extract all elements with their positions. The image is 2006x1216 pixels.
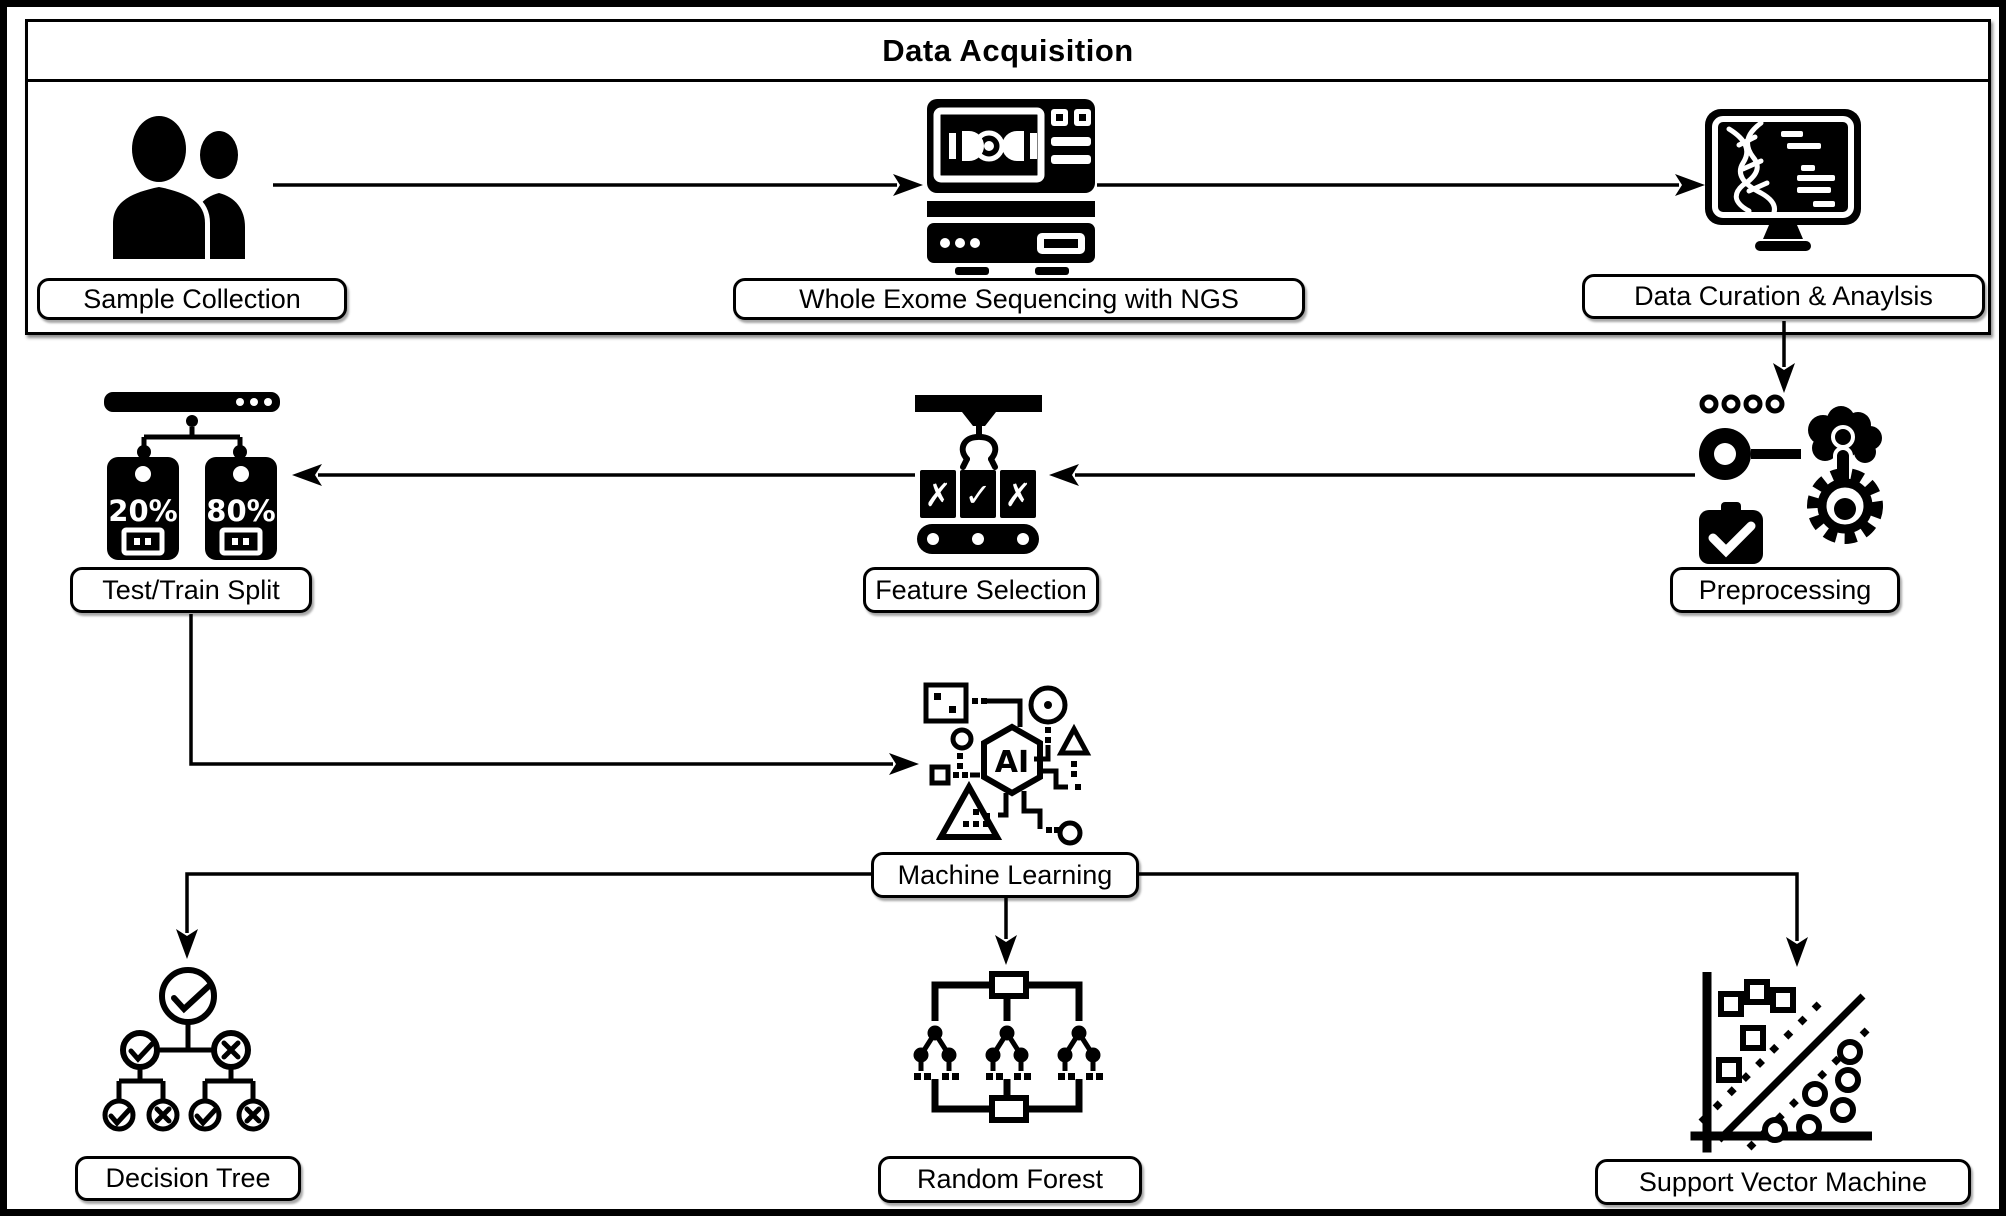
sample-collection-label: Sample Collection: [37, 278, 347, 320]
curation-label: Data Curation & Anaylsis: [1582, 274, 1985, 319]
arrow-ml-to-decision-tree: [176, 872, 871, 959]
test-percentage: 20%: [108, 494, 177, 528]
arrow-sequencing-to-curation: [1097, 174, 1705, 196]
reject-mark: ✗: [1005, 476, 1032, 514]
monitor-dna-icon: [1705, 109, 1861, 251]
sequencing-label: Whole Exome Sequencing with NGS: [733, 278, 1305, 320]
reject-mark: ✗: [925, 476, 952, 514]
arrow-ml-to-random-forest: [995, 898, 1017, 965]
preprocessing-label: Preprocessing: [1670, 567, 1900, 613]
ai-text: AI: [995, 745, 1029, 780]
sequencer-icon: [927, 99, 1095, 275]
ai-machine-learning-icon: AI: [923, 682, 1092, 846]
section-title: Data Acquisition: [28, 22, 1988, 82]
test-train-split-icon: 20% 80%: [104, 392, 280, 560]
mini-tree: [913, 1025, 959, 1080]
random-forest-icon: [913, 971, 1103, 1123]
decision-tree-icon: [102, 967, 270, 1132]
feature-selection-claw-icon: ✗ ✓ ✗: [915, 395, 1042, 554]
arrow-split-to-machine-learning: [189, 614, 919, 775]
decision-tree-label: Decision Tree: [75, 1156, 301, 1201]
mini-tree: [985, 1025, 1031, 1080]
train-percentage: 80%: [206, 494, 275, 528]
svm-plot-icon: [1690, 972, 1872, 1153]
random-forest-label: Random Forest: [878, 1156, 1142, 1203]
people-icon: [108, 111, 245, 259]
arrow-ml-to-svm: [1139, 872, 1808, 967]
arrow-preprocessing-to-feature-selection: [1049, 464, 1695, 486]
preprocessing-icon: [1699, 394, 1883, 564]
test-train-split-label: Test/Train Split: [70, 567, 312, 613]
arrow-feature-selection-to-split: [292, 464, 915, 486]
accept-mark: ✓: [965, 476, 992, 514]
mini-tree: [1057, 1025, 1103, 1080]
arrow-sample-to-sequencing: [273, 174, 923, 196]
machine-learning-label: Machine Learning: [871, 852, 1139, 898]
arrow-curation-to-preprocessing: [1773, 321, 1795, 393]
connector-arrows: [176, 174, 1808, 967]
feature-selection-label: Feature Selection: [863, 567, 1099, 613]
svm-label: Support Vector Machine: [1595, 1159, 1971, 1205]
